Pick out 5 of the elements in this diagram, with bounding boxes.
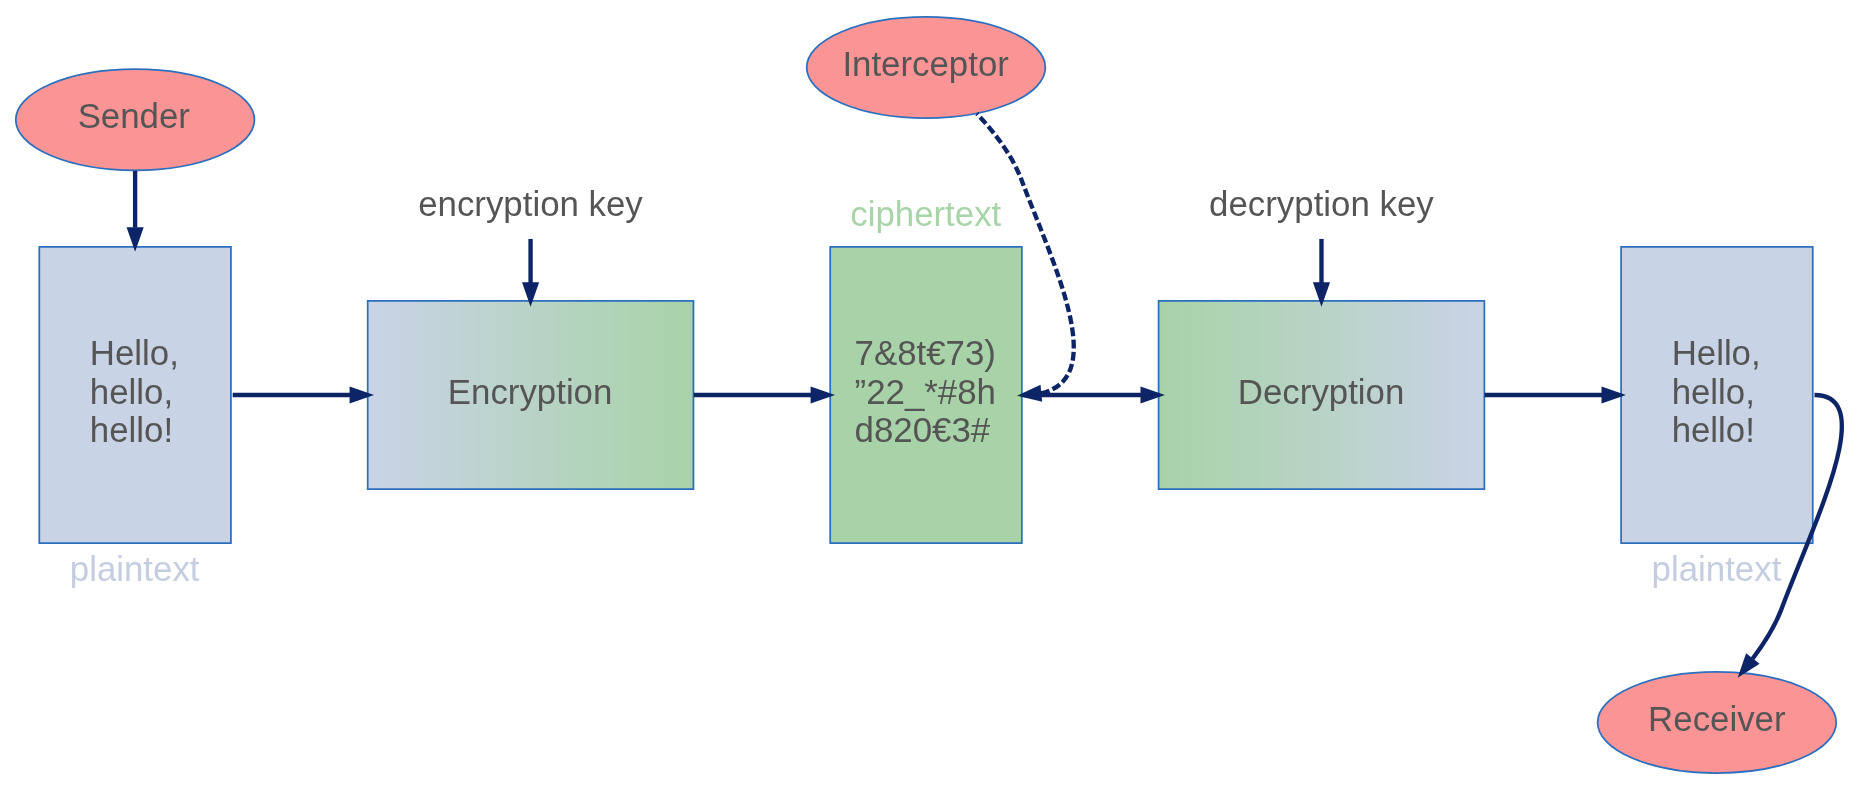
node-text: encryption key [418,183,643,223]
node-label: plaintext [1651,549,1782,589]
node-label: plaintext [69,549,200,589]
node-label: ciphertext [850,194,1002,234]
node-text: decryption key [1209,183,1434,223]
